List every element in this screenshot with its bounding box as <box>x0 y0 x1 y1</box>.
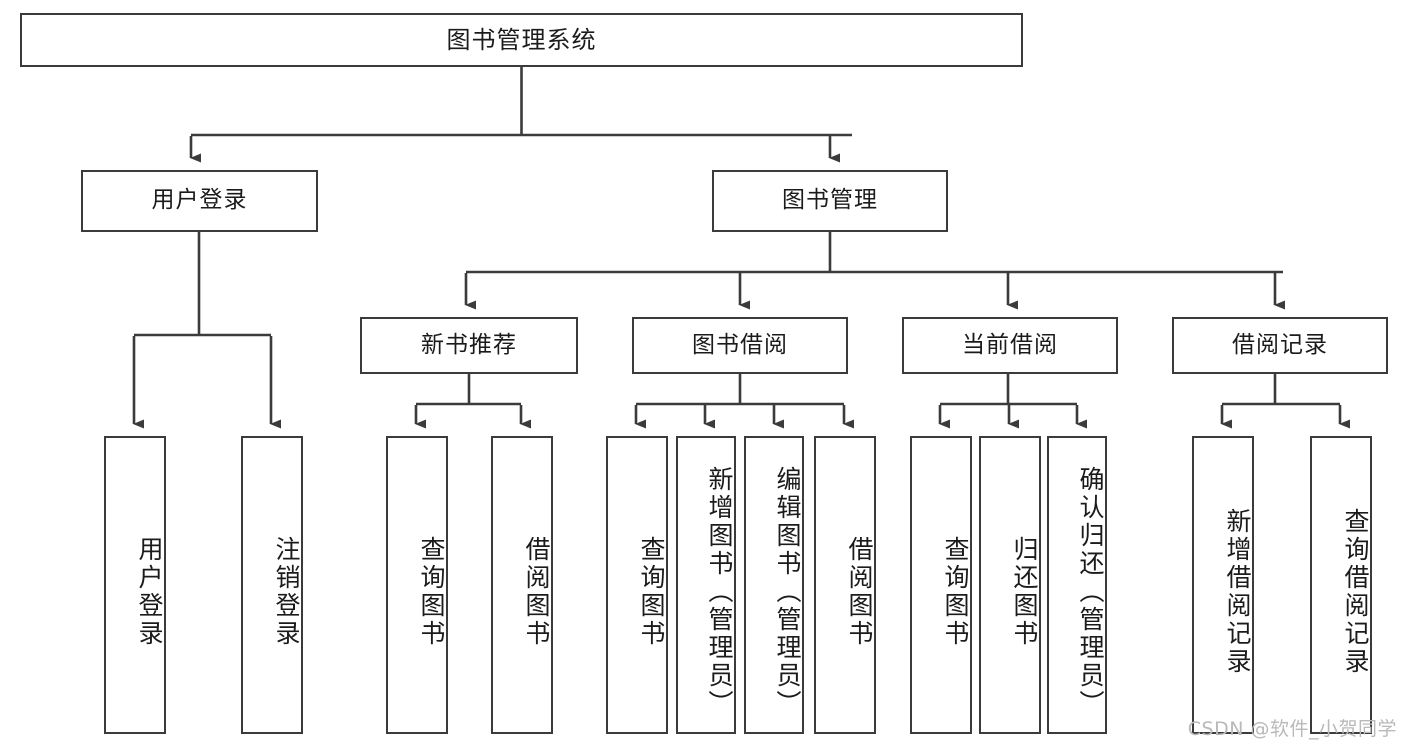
node-leaf-query-book-2[interactable]: 查询图书 <box>606 436 668 734</box>
node-borrow-record[interactable]: 借阅记录 <box>1172 317 1388 374</box>
node-leaf-borrow-book-2[interactable]: 借阅图书 <box>814 436 876 734</box>
node-leaf-return-book-label: 归还图书 <box>1010 536 1039 648</box>
node-leaf-edit-book-label: 编辑图书（管理员） <box>773 466 802 718</box>
node-leaf-user-logout-label: 注销登录 <box>272 536 301 648</box>
node-leaf-query-book-1[interactable]: 查询图书 <box>386 436 448 734</box>
node-user-login-label: 用户登录 <box>151 187 248 214</box>
node-leaf-return-book[interactable]: 归还图书 <box>979 436 1041 734</box>
node-leaf-borrow-book-1-label: 借阅图书 <box>522 536 551 648</box>
node-leaf-add-record-label: 新增借阅记录 <box>1223 508 1252 676</box>
node-borrow-record-label: 借阅记录 <box>1232 331 1328 358</box>
csdn-watermark: CSDN @软件_小贺同学 <box>1187 718 1397 740</box>
node-leaf-query-record-label: 查询借阅记录 <box>1341 508 1370 676</box>
node-leaf-borrow-book-1[interactable]: 借阅图书 <box>491 436 553 734</box>
node-book-manage-label: 图书管理 <box>782 187 878 214</box>
node-leaf-confirm-return-label: 确认归还（管理员） <box>1076 466 1105 718</box>
node-new-book-recommend-label: 新书推荐 <box>421 331 517 358</box>
node-leaf-user-login-label: 用户登录 <box>135 536 164 648</box>
node-leaf-borrow-book-2-label: 借阅图书 <box>845 536 874 648</box>
node-user-login[interactable]: 用户登录 <box>81 170 318 232</box>
node-root-label: 图书管理系统 <box>446 25 597 54</box>
node-leaf-user-logout[interactable]: 注销登录 <box>241 436 303 734</box>
node-leaf-query-book-3[interactable]: 查询图书 <box>910 436 972 734</box>
node-leaf-add-book[interactable]: 新增图书（管理员） <box>676 436 736 734</box>
node-new-book-recommend[interactable]: 新书推荐 <box>360 317 578 374</box>
node-root[interactable]: 图书管理系统 <box>20 13 1023 67</box>
node-current-borrow-label: 当前借阅 <box>962 331 1058 358</box>
node-leaf-query-book-2-label: 查询图书 <box>637 536 666 648</box>
node-book-borrow[interactable]: 图书借阅 <box>632 317 848 374</box>
node-leaf-add-record[interactable]: 新增借阅记录 <box>1192 436 1254 734</box>
node-leaf-confirm-return[interactable]: 确认归还（管理员） <box>1047 436 1107 734</box>
node-leaf-query-book-1-label: 查询图书 <box>417 536 446 648</box>
node-leaf-query-record[interactable]: 查询借阅记录 <box>1310 436 1372 734</box>
node-book-borrow-label: 图书借阅 <box>692 331 788 358</box>
node-book-manage[interactable]: 图书管理 <box>712 170 948 232</box>
node-leaf-edit-book[interactable]: 编辑图书（管理员） <box>744 436 804 734</box>
node-leaf-add-book-label: 新增图书（管理员） <box>705 466 734 718</box>
node-leaf-user-login[interactable]: 用户登录 <box>104 436 166 734</box>
node-current-borrow[interactable]: 当前借阅 <box>902 317 1118 374</box>
node-leaf-query-book-3-label: 查询图书 <box>941 536 970 648</box>
